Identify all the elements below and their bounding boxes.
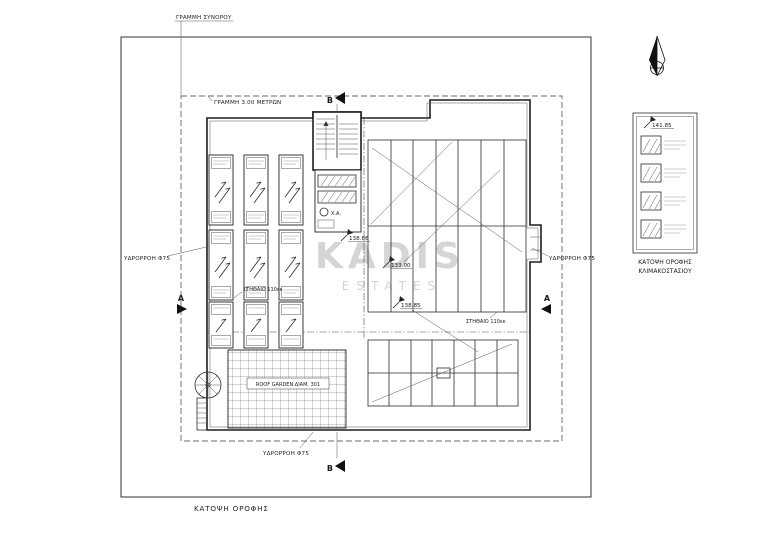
section-marker-b-top: B bbox=[327, 92, 345, 112]
side-unit bbox=[640, 163, 686, 183]
elevation-value: 133.00 bbox=[391, 263, 411, 269]
machine-room: Χ.Α. bbox=[314, 169, 362, 233]
downspout-left: ΥΔΡΟΡΡΟΗ Φ75 bbox=[123, 246, 207, 262]
north-arrow bbox=[649, 35, 666, 77]
section-letter-a: A bbox=[544, 294, 551, 303]
watermark-line2: ESTATES bbox=[342, 279, 442, 293]
side-caption-line1: ΚΑΤΟΨΗ ΟΡΟΦΗΣ bbox=[638, 259, 692, 266]
boundary-label: ΓΡΑΜΜΗ ΣΥΝΟΡΟΥ bbox=[176, 15, 232, 21]
access-ladder bbox=[196, 397, 208, 431]
section-marker-b-bottom: B bbox=[327, 432, 345, 473]
machine-room-label: Χ.Α. bbox=[331, 211, 341, 217]
section-arrow bbox=[177, 304, 187, 314]
elevation-lower-roof: 138.85 bbox=[392, 295, 479, 353]
stair-direction-arrow bbox=[323, 121, 329, 126]
side-unit bbox=[640, 191, 686, 211]
roof-unit bbox=[208, 229, 234, 301]
roof-unit bbox=[208, 154, 234, 226]
pergola-grid bbox=[367, 139, 527, 313]
elevation-value: 138.85 bbox=[401, 303, 421, 309]
stair-roof-plan-panel: 141.85 ΚΑΤΟΨΗ ΟΡΟΦΗΣ ΚΛΙΜΑΚΟΣΤΑΣΙΟΥ bbox=[632, 112, 698, 275]
elevation-main-roof: 133.00 bbox=[382, 169, 501, 269]
drawing-title: ΚΑΤΟΨΗ ΟΡΟΦΗΣ bbox=[194, 504, 269, 513]
roof-units bbox=[208, 154, 304, 349]
roof-unit bbox=[208, 301, 234, 349]
side-caption-line2: ΚΛΙΜΑΚΟΣΤΑΣΙΟΥ bbox=[638, 268, 692, 275]
section-letter-a: A bbox=[178, 294, 185, 303]
spiral-stair bbox=[194, 371, 222, 399]
downspout-label: ΥΔΡΟΡΡΟΗ Φ75 bbox=[262, 451, 309, 457]
parapet-label: ΣΤΗΘΑΙΟ 110εκ bbox=[243, 287, 283, 293]
parapet-label-left: ΣΤΗΘΑΙΟ 110εκ bbox=[233, 287, 283, 299]
parapet-label-right: ΣΤΗΘΑΙΟ 110εκ bbox=[466, 311, 506, 325]
downspout-right: ΥΔΡΟΡΡΟΗ Φ75 bbox=[531, 247, 595, 262]
section-arrow bbox=[335, 460, 345, 472]
section-arrow bbox=[541, 304, 551, 314]
side-unit bbox=[640, 219, 686, 239]
roof-unit bbox=[243, 154, 269, 226]
setback-label: ΓΡΑΜΜΗ 3.00 ΜΕΤΡΩΝ bbox=[214, 100, 281, 106]
downspout-label: ΥΔΡΟΡΡΟΗ Φ75 bbox=[123, 256, 170, 262]
elevation-value: 138.86 bbox=[349, 236, 369, 242]
boundary-label-group: ΓΡΑΜΜΗ ΣΥΝΟΡΟΥ bbox=[175, 15, 233, 96]
roof-garden-label: ROOF GARDEN ΔΙΑΜ. 301 bbox=[256, 382, 320, 388]
section-marker-a-left: A bbox=[177, 294, 187, 314]
plot-boundary-line bbox=[180, 95, 563, 442]
roof-unit bbox=[278, 154, 304, 226]
roof-unit bbox=[243, 301, 269, 349]
elevation-value: 141.85 bbox=[652, 123, 672, 129]
downspout-label: ΥΔΡΟΡΡΟΗ Φ75 bbox=[548, 256, 595, 262]
section-letter-b: B bbox=[327, 464, 333, 473]
roof-garden: ROOF GARDEN ΔΙΑΜ. 301 bbox=[227, 349, 347, 429]
section-marker-a-right: A bbox=[541, 294, 551, 314]
parapet-label: ΣΤΗΘΑΙΟ 110εκ bbox=[466, 319, 506, 325]
roof-unit bbox=[278, 229, 304, 301]
stairwell bbox=[312, 111, 362, 171]
roof-unit bbox=[278, 301, 304, 349]
elevation-stair-landing: 138.86 bbox=[340, 228, 370, 242]
side-unit bbox=[640, 135, 686, 155]
setback-label-group: ΓΡΑΜΜΗ 3.00 ΜΕΤΡΩΝ bbox=[207, 95, 281, 106]
roof-drain-box bbox=[436, 367, 451, 379]
section-arrow bbox=[335, 92, 345, 104]
downspout-bottom: ΥΔΡΟΡΡΟΗ Φ75 bbox=[262, 431, 314, 457]
section-letter-b: B bbox=[327, 96, 333, 105]
lower-roof-grid bbox=[367, 339, 519, 407]
